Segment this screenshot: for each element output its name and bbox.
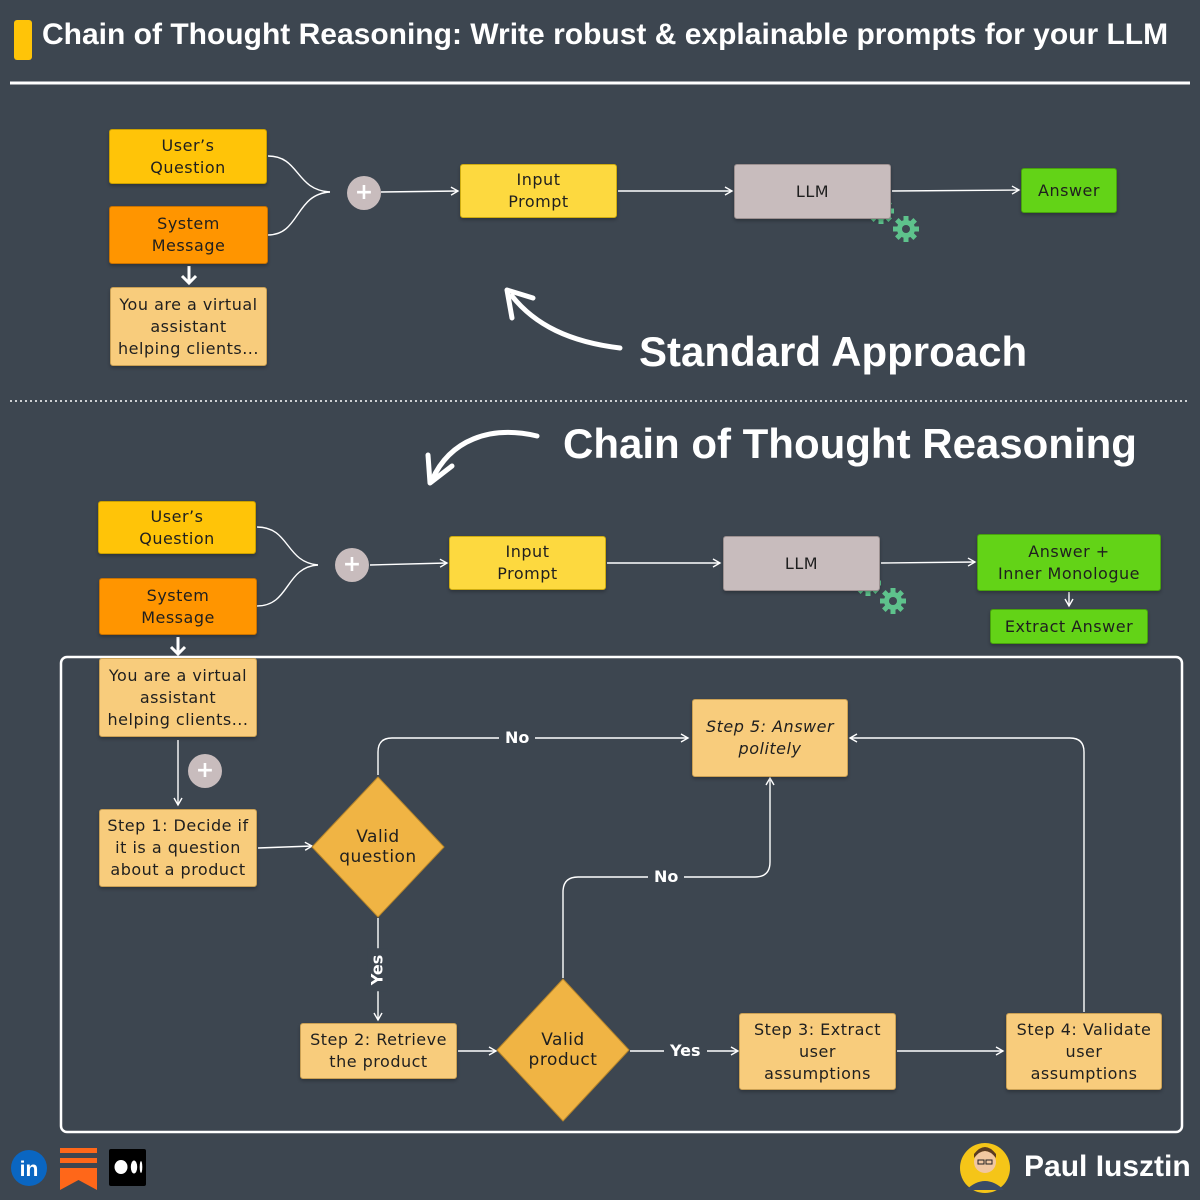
step1-box: Step 1: Decide if it is a question about…	[99, 809, 257, 887]
system-text-box: You are a virtual assistant helping clie…	[110, 287, 267, 366]
plus-node-cot	[335, 548, 369, 582]
linkedin-icon-text: in	[20, 1158, 39, 1181]
answer-inner-monologue-box: Answer + Inner Monologue	[977, 534, 1161, 591]
users-question-box-cot: User’s Question	[98, 501, 256, 554]
reasoning-container	[59, 655, 1184, 1134]
step5-box: Step 5: Answer politely	[692, 699, 848, 777]
curved-arrow-cot	[429, 430, 540, 483]
valid-question-label: Valid question	[339, 827, 417, 867]
down-arrow-cot	[169, 637, 187, 657]
step4-box: Step 4: Validate user assumptions	[1006, 1013, 1162, 1090]
medium-icon[interactable]	[109, 1149, 146, 1186]
system-message-box-cot: System Message	[99, 578, 257, 635]
plus-icon: +	[343, 552, 361, 577]
substack-icon[interactable]	[60, 1148, 97, 1190]
plus-node-standard	[347, 176, 381, 210]
flow-connectors	[173, 733, 1085, 1056]
curved-arrow-head	[504, 287, 536, 321]
answer-box: Answer	[1021, 168, 1117, 213]
plus-icon: +	[355, 180, 373, 205]
cot-heading: Chain of Thought Reasoning	[563, 420, 1137, 467]
standard-connectors	[267, 155, 1021, 236]
yes-label: Yes	[367, 948, 388, 992]
avatar	[960, 1143, 1010, 1193]
no-label: No	[499, 728, 536, 748]
curved-arrow-standard	[509, 293, 623, 351]
input-prompt-box-cot: Input Prompt	[449, 536, 606, 590]
curved-arrow-head	[425, 452, 455, 486]
llm-box: LLM	[734, 164, 891, 219]
standard-approach-heading: Standard Approach	[639, 328, 1028, 375]
step2-box: Step 2: Retrieve the product	[300, 1023, 457, 1079]
plus-icon: +	[196, 758, 214, 783]
title-accent	[14, 20, 32, 60]
users-question-box: User’s Question	[109, 129, 267, 184]
system-text-box-cot: You are a virtual assistant helping clie…	[99, 658, 257, 737]
extract-answer-box: Extract Answer	[990, 609, 1148, 644]
step3-box: Step 3: Extract user assumptions	[739, 1013, 896, 1090]
valid-product-label: Valid product	[528, 1030, 598, 1070]
input-prompt-box: Input Prompt	[460, 164, 617, 218]
no-label: No	[648, 867, 685, 887]
page-title: Chain of Thought Reasoning: Write robust…	[42, 18, 1169, 51]
system-message-box: System Message	[109, 206, 268, 264]
gear-icon	[893, 216, 919, 242]
valid-question-diamond	[311, 776, 445, 918]
llm-box-cot: LLM	[723, 536, 880, 591]
plus-node-flow	[188, 754, 222, 788]
gear-icon	[880, 588, 906, 614]
linkedin-icon[interactable]	[11, 1150, 47, 1186]
cot-connectors	[256, 526, 1074, 608]
yes-label: Yes	[664, 1041, 707, 1061]
valid-product-diamond	[496, 978, 630, 1122]
author-name: Paul Iusztin	[1024, 1150, 1191, 1183]
down-arrow-standard	[180, 266, 198, 286]
